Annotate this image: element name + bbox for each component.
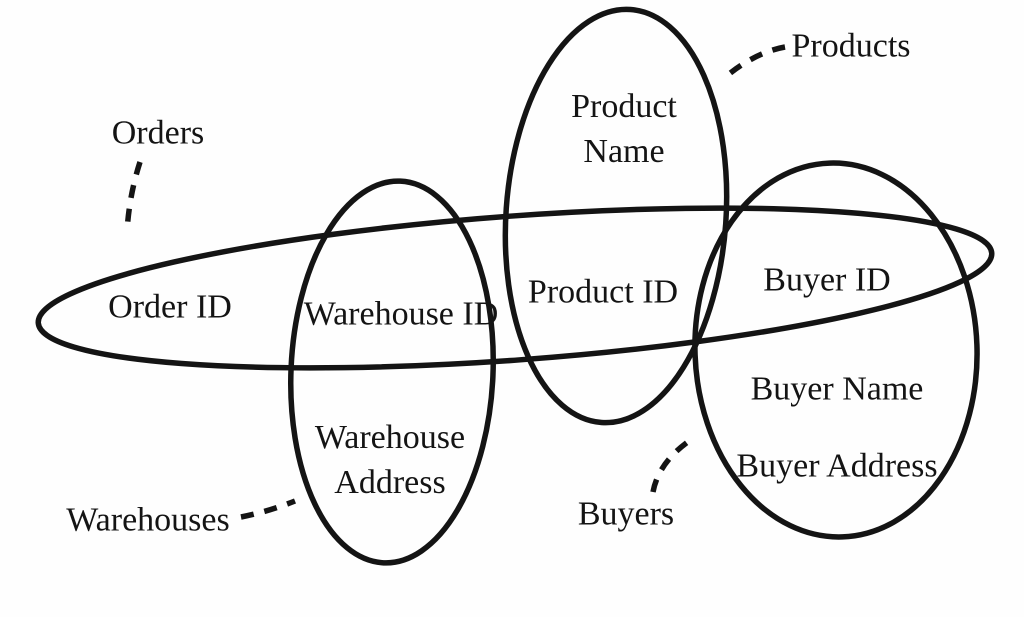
products-connector-line: [727, 44, 786, 77]
orders-ellipse: [35, 205, 995, 371]
warehouses-ellipse: [288, 178, 496, 566]
buyers-connector-line: [650, 434, 697, 493]
orders-entity-label: Orders: [111, 114, 205, 152]
products-entity-label: Products: [791, 27, 911, 65]
product-id-attribute: Product ID: [527, 273, 679, 311]
product-name-attribute: Product Name: [571, 88, 677, 170]
products-ellipse: [502, 6, 730, 426]
warehouse-id-attribute: Warehouse ID: [303, 295, 499, 333]
orders-connector-line: [124, 161, 143, 233]
warehouse-address-attribute: Warehouse Address: [314, 419, 466, 501]
buyers-entity-label: Buyers: [577, 495, 675, 533]
buyer-name-attribute: Buyer Name: [750, 370, 924, 408]
buyers-ellipse: [692, 160, 980, 540]
buyer-address-attribute: Buyer Address: [736, 447, 938, 485]
warehouses-entity-label: Warehouses: [66, 501, 230, 539]
buyer-id-attribute: Buyer ID: [763, 261, 891, 299]
warehouses-connector-line: [240, 498, 297, 520]
order-id-attribute: Order ID: [108, 288, 232, 326]
